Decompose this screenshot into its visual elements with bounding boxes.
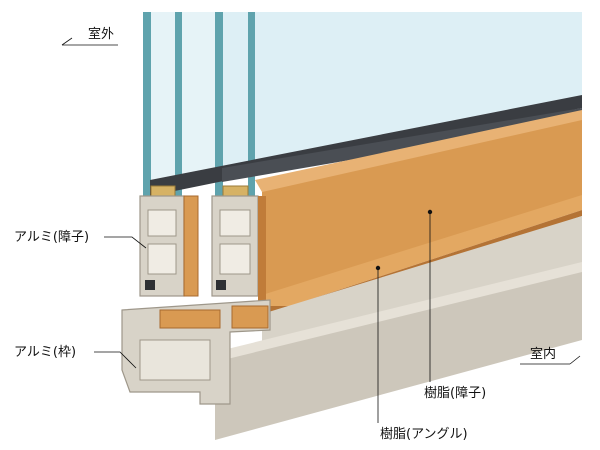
resin-sash-face — [262, 118, 582, 300]
gasket-strip-second — [222, 108, 582, 182]
leader-alu-frame — [94, 351, 137, 369]
label-resin-sash: 樹脂(障子) — [424, 386, 487, 401]
aluminum-sash-profile-inner — [211, 195, 259, 297]
label-indoor: 室内 — [530, 347, 557, 362]
aluminum-frame-profile — [121, 299, 271, 405]
resin-sash-section-1 — [183, 195, 199, 297]
glass-pane-inner — [222, 12, 582, 170]
leader-alu-sash — [104, 236, 147, 249]
leader-resin-angle-dot — [375, 265, 381, 271]
label-aluminum-sash: アルミ(障子) — [14, 230, 90, 245]
glass-edge-3 — [215, 12, 223, 197]
glass-edge-4 — [248, 12, 255, 197]
leader-outdoor-tick — [61, 37, 73, 46]
resin-sash-top-edge — [255, 110, 582, 192]
resin-angle-strip — [262, 195, 582, 306]
leader-indoor-tick — [569, 355, 581, 365]
glass-edge-2 — [175, 12, 182, 197]
label-outdoor: 室外 — [88, 27, 115, 42]
leader-resin-sash-dot — [427, 209, 433, 215]
label-resin-angle: 樹脂(アングル) — [380, 427, 468, 442]
aluminum-sash-profile-outer — [139, 195, 185, 297]
aluminum-frame-ledge — [215, 262, 582, 362]
label-aluminum-frame: アルミ(枠) — [14, 345, 77, 360]
aluminum-frame-lower-face — [215, 270, 582, 440]
glass-edge-1 — [143, 12, 151, 197]
resin-sash-section-2 — [258, 196, 266, 302]
